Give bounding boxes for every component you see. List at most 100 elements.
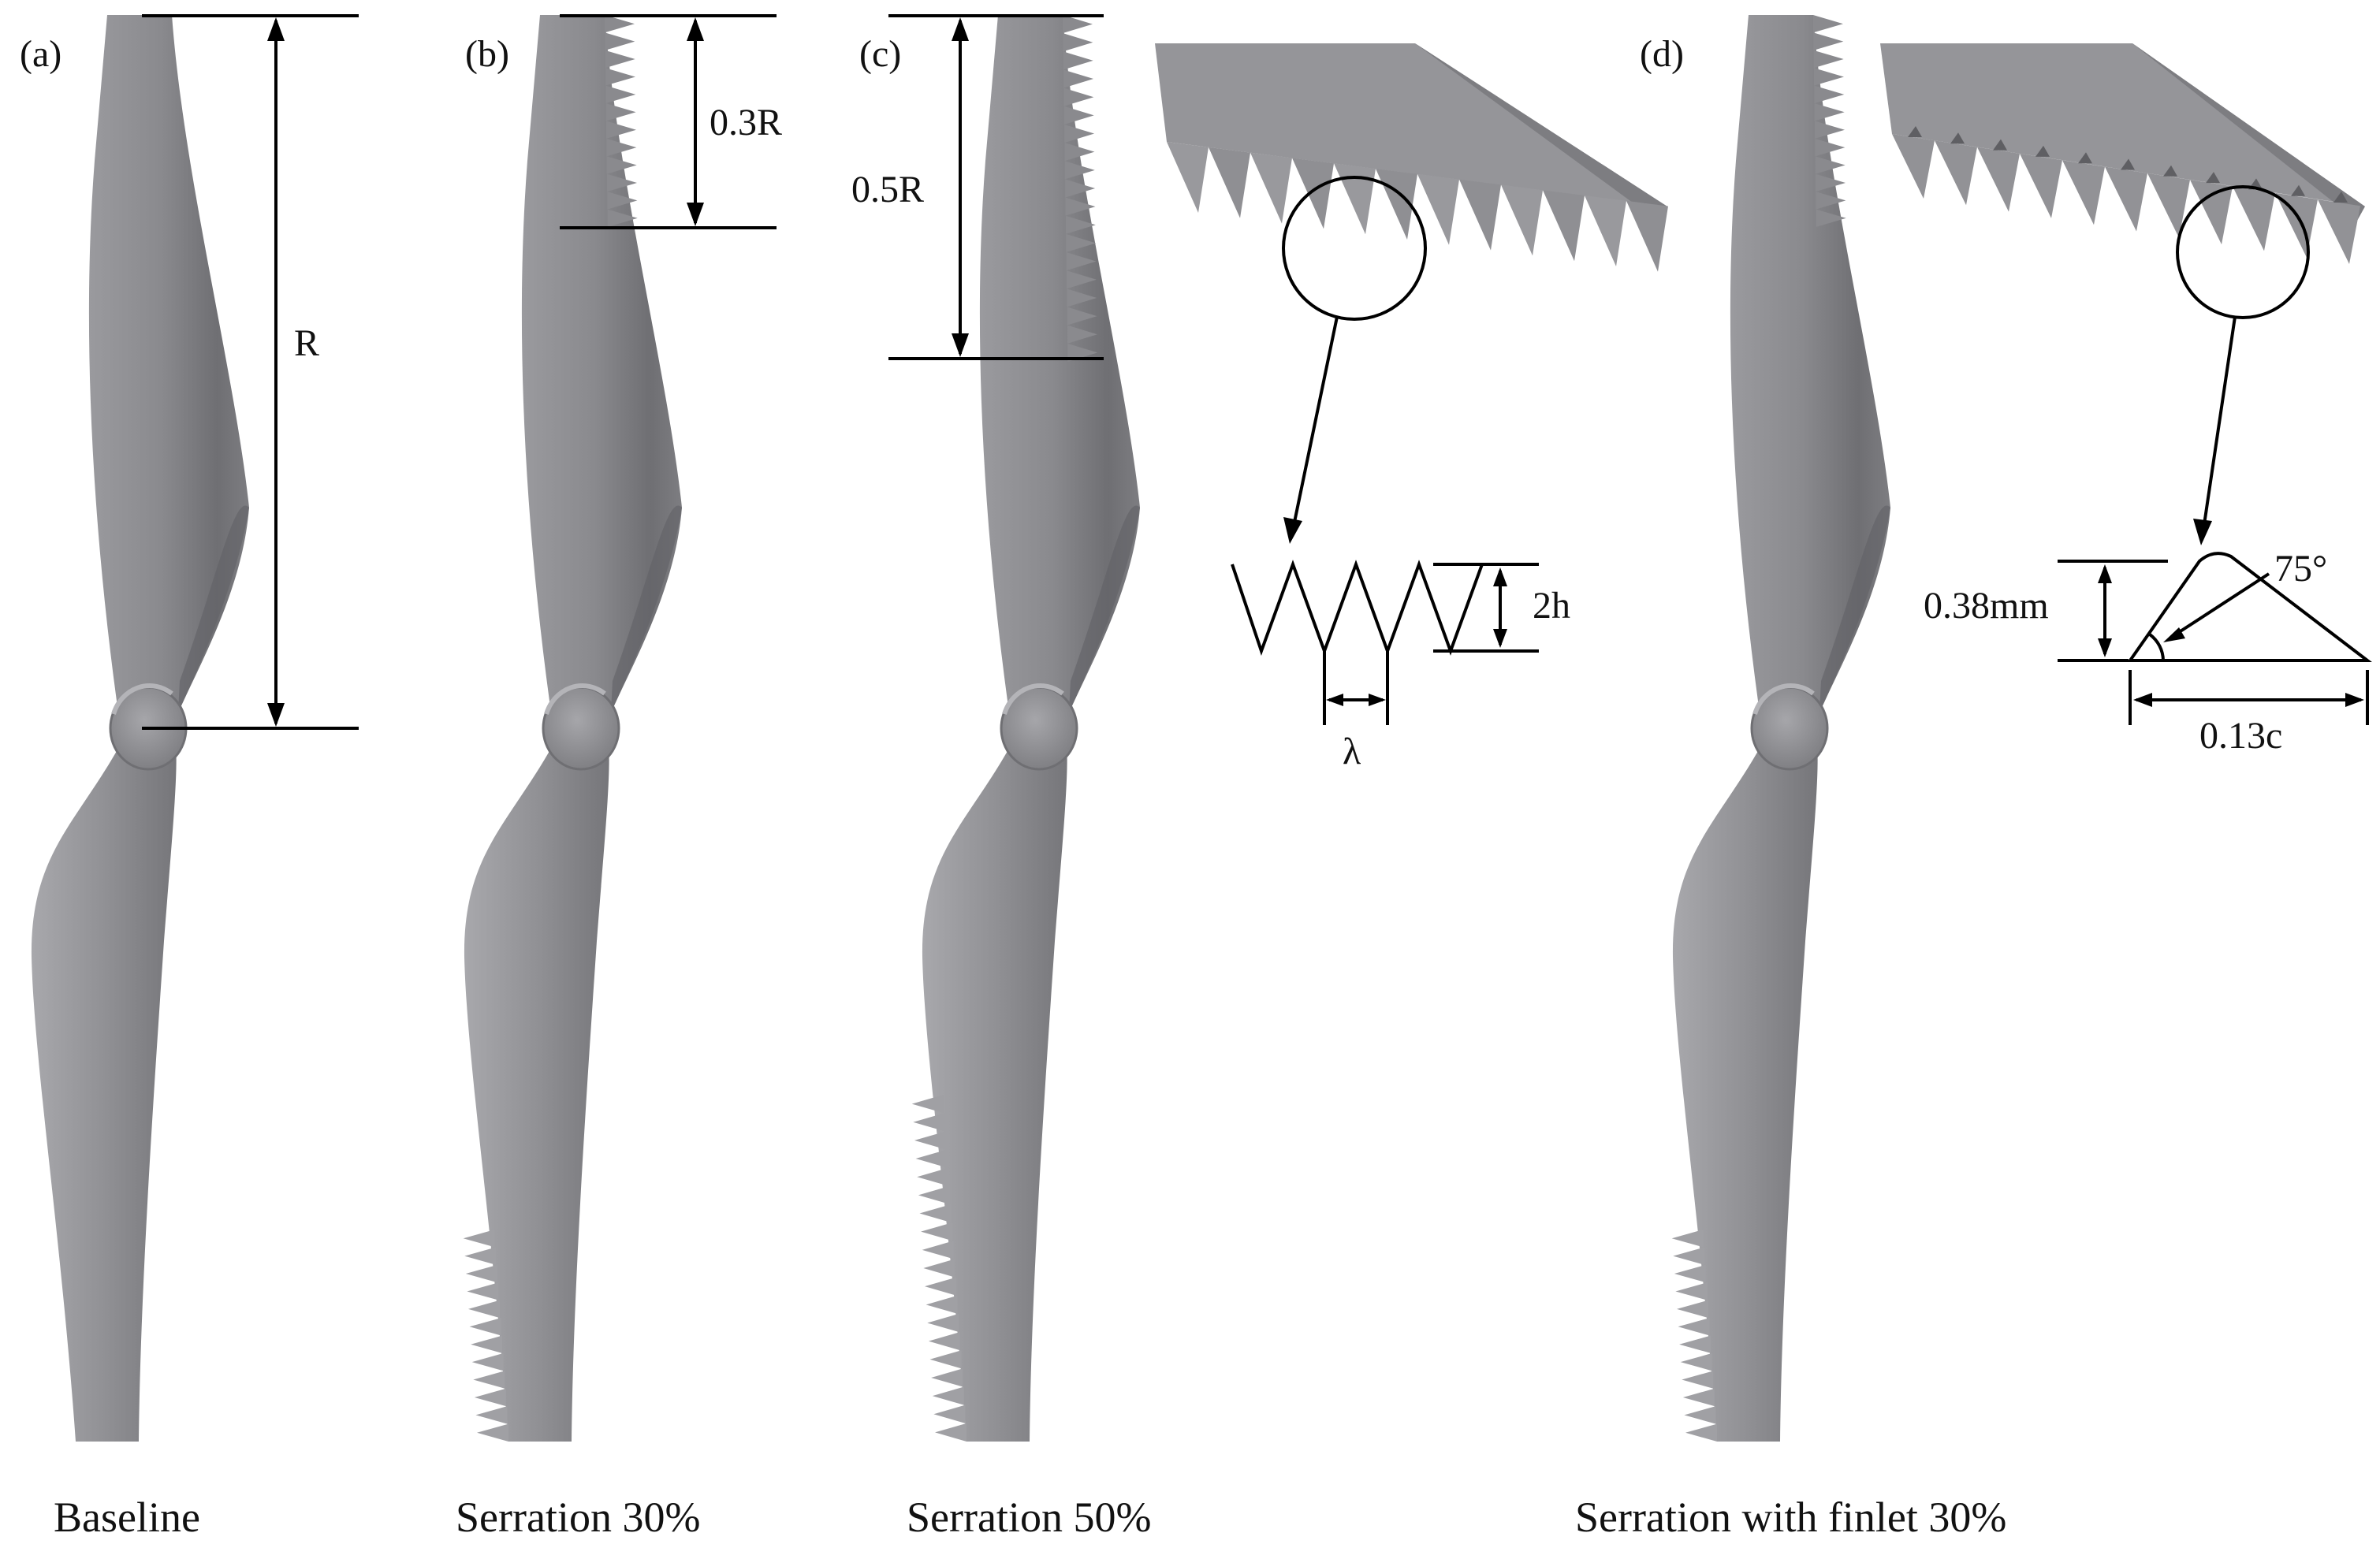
radius-label: R — [294, 322, 320, 364]
closeup-tooth — [1334, 163, 1376, 235]
serration-tooth — [467, 1300, 500, 1319]
serration-tooth — [1816, 173, 1846, 192]
blade-shadow — [1819, 505, 1890, 712]
caption-baseline: Baseline — [54, 1494, 200, 1541]
serration-schematic — [1231, 560, 1539, 725]
closeup-tooth — [2233, 186, 2275, 251]
serration-tooth — [929, 1350, 962, 1369]
lower-blade — [464, 744, 609, 1442]
serration-50-label: 0.5R — [851, 169, 925, 210]
serration-tooth — [1682, 1388, 1715, 1407]
serration-tooth — [1675, 1282, 1708, 1300]
serration-tooth — [607, 173, 638, 192]
lower-blade — [922, 744, 1067, 1442]
serration-tooth — [1816, 209, 1846, 227]
serration-tooth — [1066, 233, 1097, 253]
serration-tooth — [1067, 307, 1097, 326]
closeup-tooth — [1626, 200, 1668, 272]
serration-tooth — [915, 1149, 948, 1168]
finlet-fin — [2163, 165, 2177, 177]
closeup-tooth — [2190, 180, 2233, 245]
finlet-fin — [1993, 139, 2007, 151]
serration-tooth — [605, 32, 635, 50]
finlet-height-label: 0.38mm — [1924, 585, 2049, 627]
finlet-fin — [1950, 132, 1965, 144]
detail-circle — [1282, 176, 1427, 321]
serration-tooth — [927, 1313, 959, 1333]
closeup-tooth — [2275, 192, 2318, 258]
amplitude-label: 2h — [1533, 585, 1570, 627]
serration-tooth — [605, 15, 635, 33]
serration-tooth — [919, 1204, 952, 1223]
serration-tooth — [1065, 179, 1096, 198]
closeup-tooth — [1167, 142, 1209, 213]
serration-tooth — [606, 156, 637, 174]
serration-tooth — [1685, 1423, 1717, 1442]
finlet-angle-label: 75° — [2274, 548, 2328, 590]
serration-tooth — [1680, 1352, 1712, 1371]
serration-tooth — [474, 1388, 506, 1407]
serration-tooth — [1066, 270, 1097, 289]
closeup-tooth — [1977, 147, 2020, 212]
upper-blade — [88, 15, 250, 712]
serration-tooth — [1815, 121, 1846, 139]
serration-tooth — [933, 1404, 966, 1423]
closeup-tooth — [2062, 160, 2105, 225]
serration-tooth — [464, 1247, 497, 1265]
serration-tooth — [1674, 1264, 1706, 1283]
serration-tooth — [1676, 1300, 1708, 1319]
serration-tooth — [465, 1264, 497, 1283]
closeup-tooth — [2318, 199, 2360, 264]
closeup-tooth — [2147, 173, 2190, 238]
serration-tooth — [1815, 156, 1846, 174]
serration-tooth — [922, 1241, 954, 1259]
blade-shadow — [611, 505, 682, 712]
serration-tooth — [467, 1282, 499, 1300]
serration-tooth — [475, 1406, 508, 1424]
finlet-fin — [2035, 145, 2050, 157]
panel-a-letter: (a) — [20, 33, 62, 75]
serration-tooth — [605, 85, 636, 104]
serration-30-dimension — [560, 14, 777, 229]
upper-blade — [979, 15, 1140, 712]
propeller-serration-50 — [911, 15, 1140, 1442]
serration-tooth — [1063, 15, 1093, 34]
serration-tooth — [926, 1295, 958, 1314]
serration-tooth — [932, 1386, 964, 1405]
panel-b-letter: (b) — [465, 33, 509, 75]
serration-tooth — [1673, 1247, 1705, 1265]
serration-tooth — [471, 1352, 504, 1371]
serration-tooth — [606, 121, 637, 139]
closeup-tooth — [1543, 190, 1585, 262]
propeller-serration-finlet-30 — [1671, 15, 1890, 1442]
serration-tooth — [607, 209, 638, 227]
serration-tooth — [1063, 87, 1094, 106]
serration-tooth — [463, 1230, 495, 1248]
upper-blade — [521, 15, 682, 712]
serration-tooth — [469, 1318, 501, 1336]
serration-tooth — [911, 1095, 944, 1114]
serration-tooth — [1682, 1371, 1714, 1389]
finlet-fin — [2291, 184, 2305, 196]
serration-tooth — [473, 1371, 505, 1389]
closeup-tooth — [1892, 134, 1935, 199]
radius-dimension — [142, 14, 359, 730]
serration-30-label: 0.3R — [710, 102, 783, 143]
serration-tooth — [923, 1259, 955, 1278]
serration-tooth — [1063, 33, 1093, 52]
caption-finlet-30: Serration with finlet 30% — [1575, 1494, 2007, 1541]
serration-tooth — [1814, 103, 1845, 121]
serration-tooth — [1814, 68, 1845, 86]
closeup-tooth — [1501, 184, 1543, 256]
finlet-length-label: 0.13c — [2199, 715, 2283, 757]
serration-tooth — [1067, 288, 1097, 307]
serration-tooth — [605, 68, 636, 86]
panel-d-letter: (d) — [1640, 33, 1684, 75]
propeller-baseline — [31, 15, 250, 1442]
panel-c-letter: (c) — [859, 33, 902, 75]
finlet-fin — [2333, 192, 2348, 203]
serration-tooth — [1814, 85, 1845, 104]
serration-tooth — [917, 1167, 949, 1186]
serration-tooth — [605, 50, 635, 69]
serration-tooth — [931, 1368, 963, 1387]
